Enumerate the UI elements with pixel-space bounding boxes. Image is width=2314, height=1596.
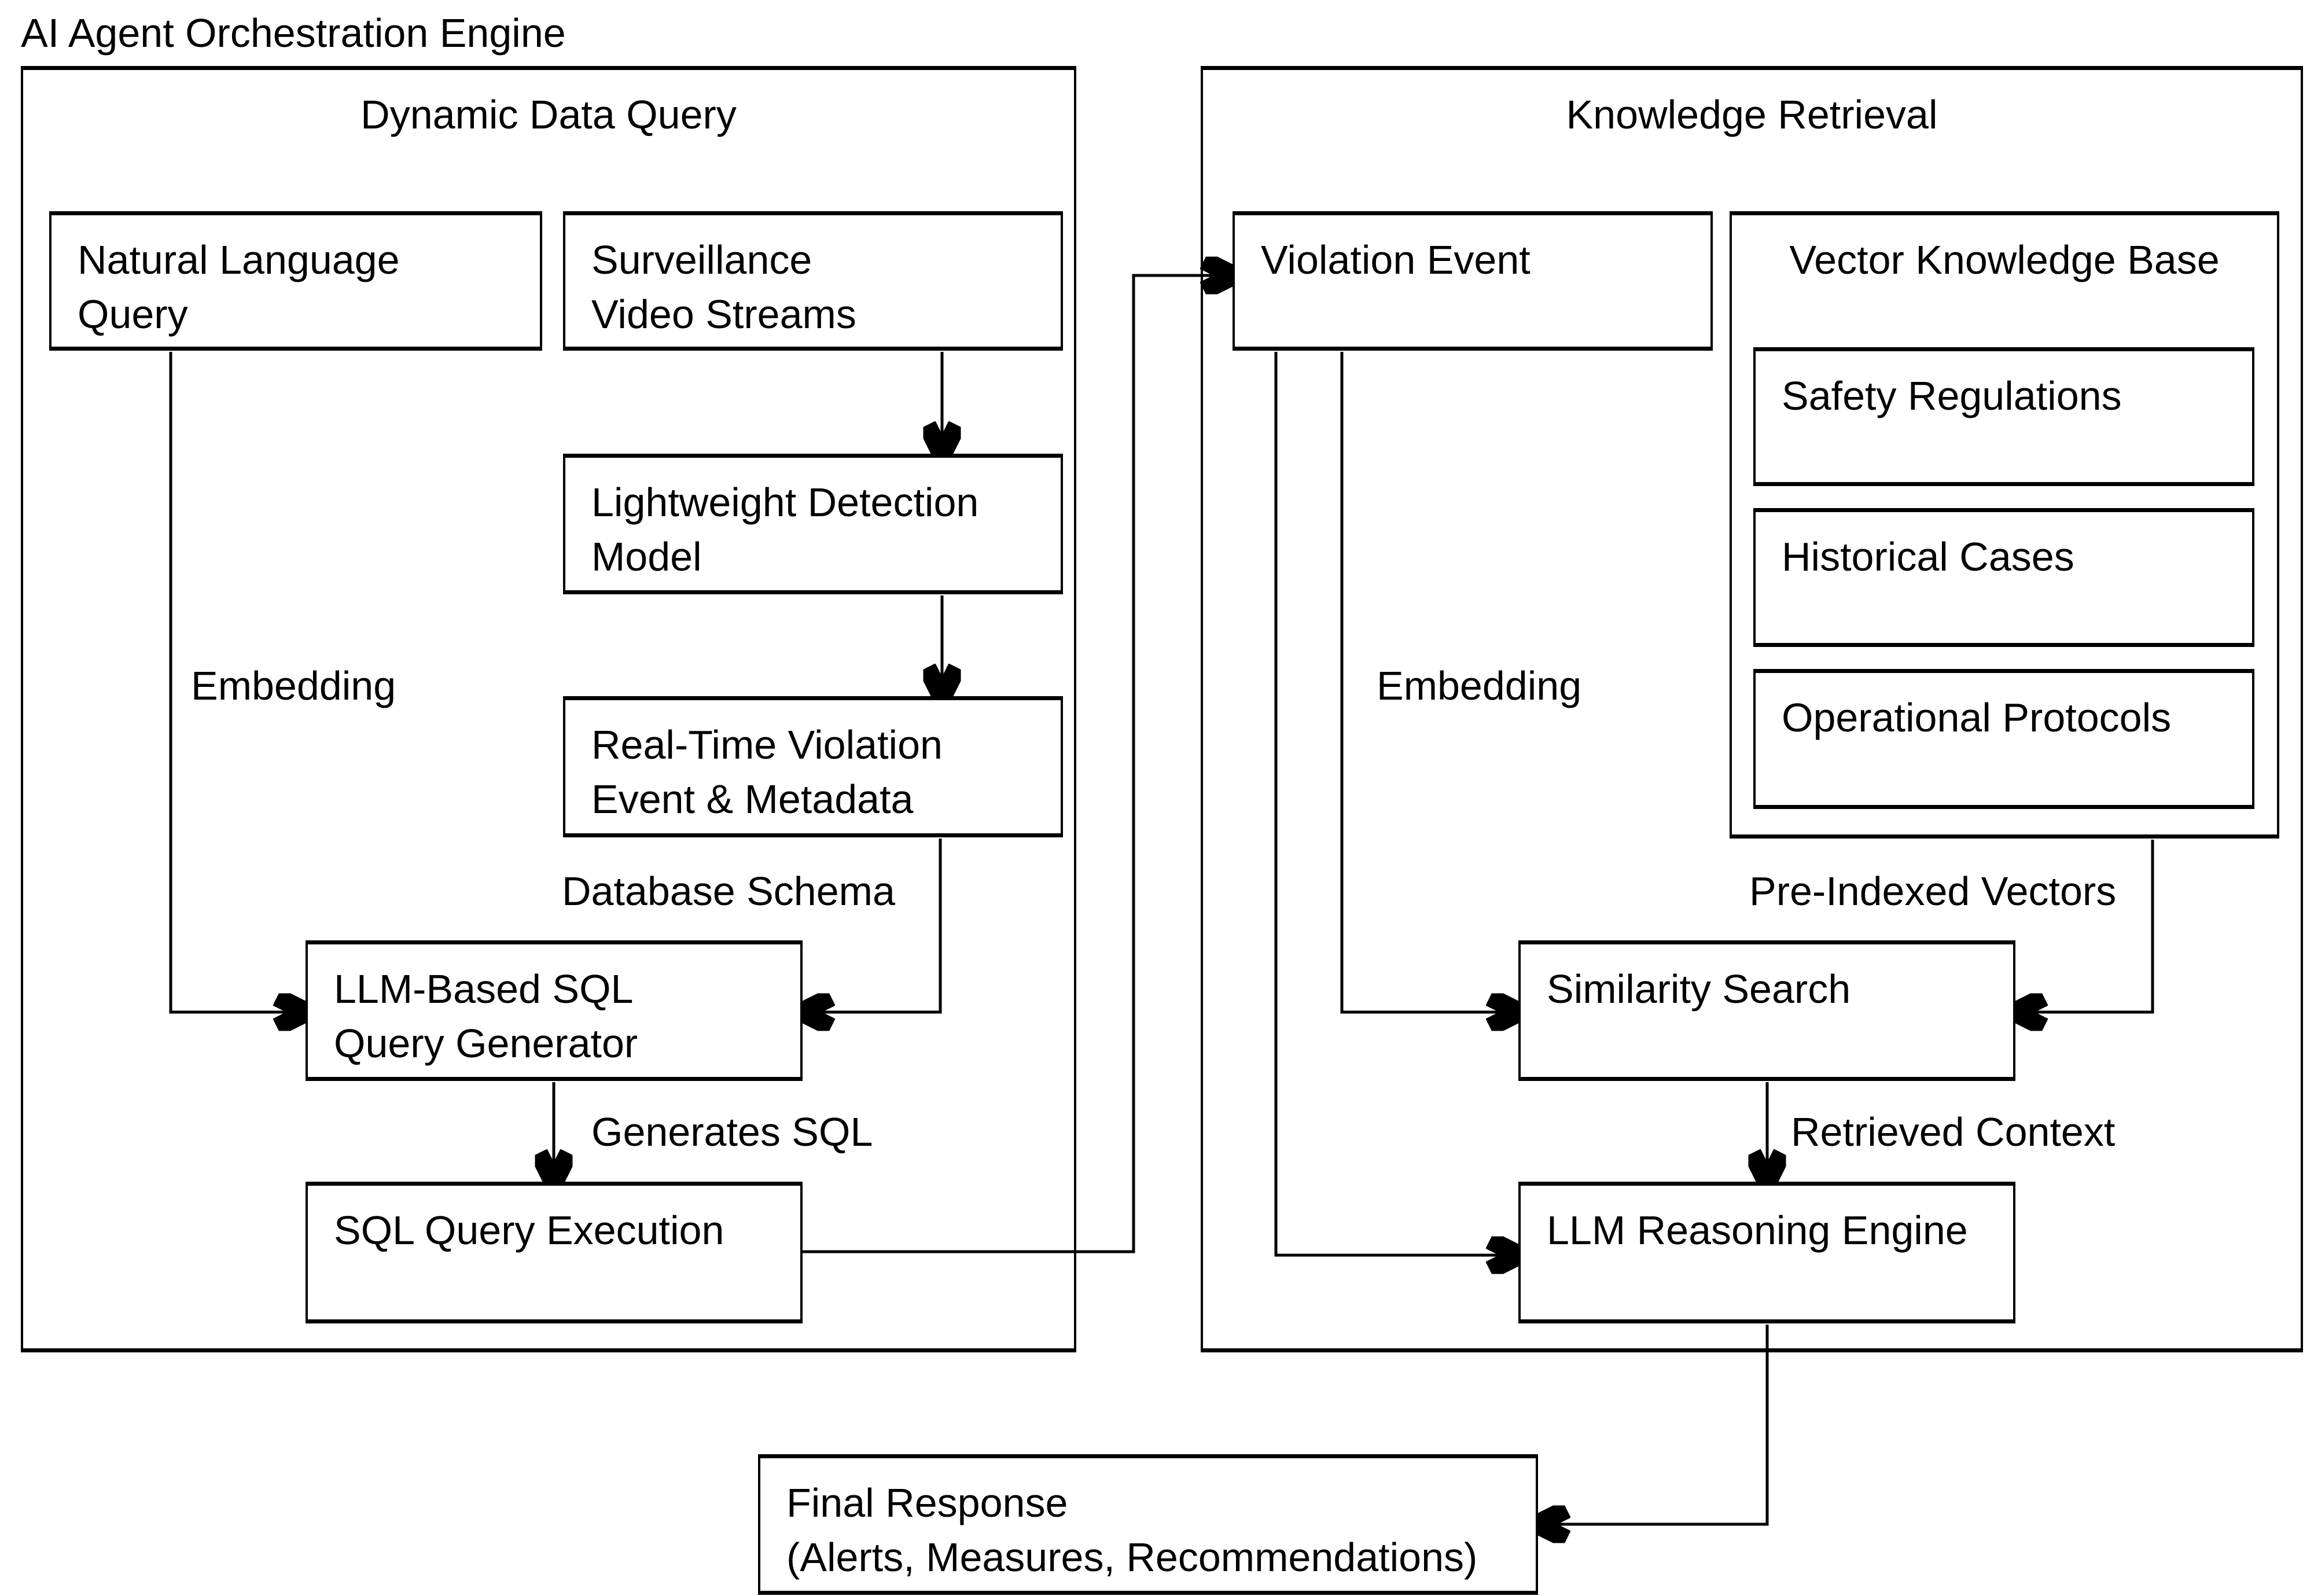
edge-label-database-schema: Database Schema	[562, 869, 895, 914]
node-llm-reasoning-engine: LLM Reasoning Engine	[1518, 1182, 2015, 1323]
node-final-response: Final Response (Alerts, Measures, Recomm…	[758, 1454, 1538, 1595]
node-label-line: Surveillance	[591, 237, 812, 282]
edge-violation-event-to-llm-reasoning	[1274, 352, 1518, 1255]
node-label-line: Real-Time Violation	[591, 722, 943, 767]
node-similarity-search: Similarity Search	[1518, 940, 2015, 1081]
diagram-title: AI Agent Orchestration Engine	[21, 10, 566, 56]
node-label-line: Model	[591, 534, 702, 579]
node-label-line: Query Generator	[334, 1021, 638, 1066]
edge-sql-execution-to-violation-event	[803, 275, 1233, 1253]
node-sql-query-execution: SQL Query Execution	[306, 1182, 803, 1323]
node-surveillance-video-streams: Surveillance Video Streams	[563, 211, 1063, 351]
node-llm-based-sql-query-generator: LLM-Based SQL Query Generator	[306, 940, 803, 1081]
node-label-line: Similarity Search	[1547, 966, 1851, 1012]
node-label-line: Event & Metadata	[591, 777, 914, 822]
node-label-line: SQL Query Execution	[334, 1208, 724, 1253]
container-header-knowledge-retrieval: Knowledge Retrieval	[1566, 92, 1938, 137]
edge-vkb-to-similarity-search-pre-indexed-vectors	[2015, 840, 2154, 1012]
node-violation-event: Violation Event	[1233, 211, 1713, 351]
node-label-line: Query	[78, 292, 188, 337]
node-label-line: Lightweight Detection	[591, 480, 979, 525]
container-dynamic-data-query: Dynamic Data Query	[21, 66, 1076, 1352]
edge-label-retrieved-context: Retrieved Context	[1791, 1109, 2116, 1154]
node-historical-cases: Historical Cases	[1753, 508, 2254, 647]
node-operational-protocols: Operational Protocols	[1753, 669, 2254, 809]
node-label-line: LLM-Based SQL	[334, 966, 634, 1012]
node-natural-language-query: Natural Language Query	[49, 211, 542, 351]
node-label-line: Final Response	[786, 1480, 1068, 1525]
node-lightweight-detection-model: Lightweight Detection Model	[563, 454, 1063, 594]
container-knowledge-retrieval: Knowledge Retrieval	[1201, 66, 2303, 1352]
edge-label-embedding-left: Embedding	[191, 663, 396, 708]
edge-violation-event-to-similarity-search-embedding	[1340, 352, 1518, 1012]
edge-label-pre-indexed-vectors: Pre-Indexed Vectors	[1749, 869, 2117, 914]
node-label-line: Historical Cases	[1782, 534, 2074, 579]
node-label-line: Operational Protocols	[1782, 695, 2172, 740]
node-label-line: Safety Regulations	[1782, 373, 2122, 418]
edge-event-metadata-to-sql-generator-database-schema	[803, 839, 942, 1012]
container-header-vector-knowledge-base: Vector Knowledge Base	[1789, 237, 2220, 282]
edge-llm-reasoning-to-final-response	[1538, 1325, 1769, 1524]
node-label-line: LLM Reasoning Engine	[1547, 1208, 1968, 1253]
edge-label-generates-sql: Generates SQL	[591, 1109, 873, 1154]
node-label-line: Video Streams	[591, 292, 856, 337]
edge-nlq-to-sql-generator-embedding	[169, 352, 306, 1012]
container-vector-knowledge-base: Vector Knowledge Base	[1730, 211, 2279, 839]
node-label-line: Violation Event	[1261, 237, 1531, 282]
node-real-time-violation-event-metadata: Real-Time Violation Event & Metadata	[563, 696, 1063, 837]
node-safety-regulations: Safety Regulations	[1753, 347, 2254, 486]
node-label-line: (Alerts, Measures, Recommendations)	[786, 1535, 1478, 1580]
edge-label-embedding-right: Embedding	[1377, 663, 1582, 708]
node-label-line: Natural Language	[78, 237, 400, 282]
container-header-dynamic-data-query: Dynamic Data Query	[360, 92, 737, 137]
